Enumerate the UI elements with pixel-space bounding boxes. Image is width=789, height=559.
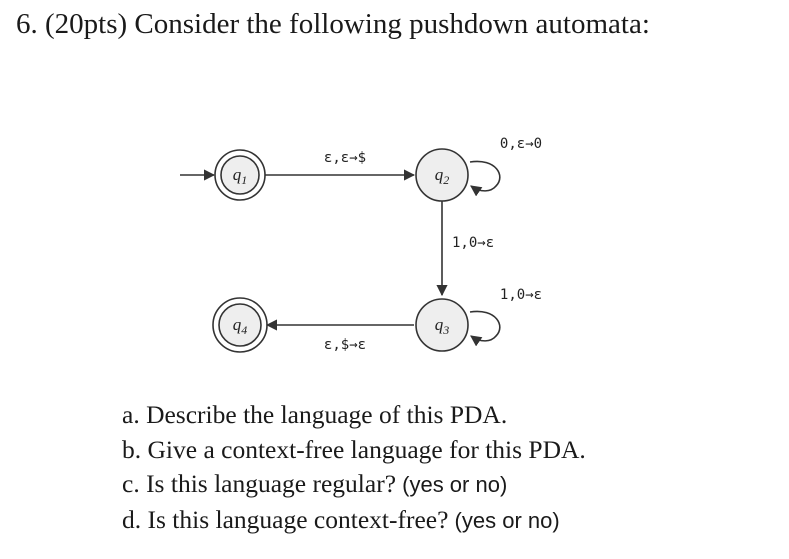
question-part-a: a. Describe the language of this PDA. (122, 398, 586, 433)
state-q1: q1 (214, 149, 266, 201)
state-q4-label: q4 (233, 315, 248, 337)
state-q3-label: q3 (435, 315, 450, 337)
transition-q2-loop (469, 160, 501, 197)
question-part-b: b. Give a context-free language for this… (122, 433, 586, 468)
part-c-note: (yes or no) (396, 472, 508, 497)
part-a-text: a. Describe the language of this PDA. (122, 400, 508, 429)
transition-q3-loop (469, 310, 501, 347)
transition-q2-loop-label: 0,ε→0 (500, 136, 542, 152)
question-part-c: c. Is this language regular? (yes or no) (122, 467, 586, 503)
state-q3: q3 (415, 298, 469, 352)
state-q2: q2 (415, 148, 469, 202)
part-c-text: c. Is this language regular? (122, 469, 397, 498)
state-q2-label: q2 (435, 165, 450, 187)
question-parts: a. Describe the language of this PDA. b.… (122, 398, 586, 538)
transition-q2-q3-label: 1,0→ε (452, 235, 494, 251)
question-heading: 6. (20pts) Consider the following pushdo… (16, 8, 650, 40)
state-q1-label: q1 (233, 165, 248, 187)
part-b-text: b. Give a context-free language for this… (122, 434, 586, 464)
transition-q1-q2-label: ε,ε→$ (324, 150, 366, 166)
part-d-text: d. Is this language context-free? (122, 504, 449, 534)
transition-q3-q4-label: ε,$→ε (324, 337, 366, 353)
transition-q3-loop-label: 1,0→ε (500, 287, 542, 303)
state-q4: q4 (212, 297, 268, 353)
part-d-note: (yes or no) (448, 507, 560, 533)
question-part-d: d. Is this language context-free? (yes o… (122, 503, 586, 539)
